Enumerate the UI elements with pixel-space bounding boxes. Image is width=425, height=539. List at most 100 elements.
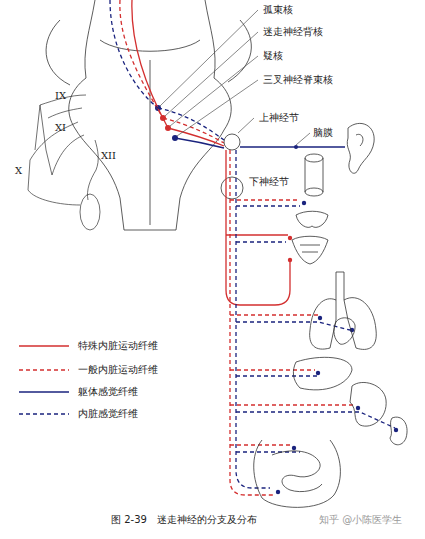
drawing-part <box>48 108 82 118</box>
legend-line <box>19 369 69 371</box>
drawing-part <box>87 170 96 200</box>
legend-text: 一般内脏运动纤维 <box>78 364 158 376</box>
drawing-part <box>300 245 320 252</box>
drawing-part <box>240 146 345 147</box>
larynx <box>292 236 328 264</box>
drawing-part <box>95 140 98 170</box>
drawing-part <box>28 190 80 205</box>
drawing-part <box>356 134 363 146</box>
drawing-part <box>236 241 286 242</box>
legend-sample <box>18 409 70 419</box>
legend-entry: 内脏感觉纤维 <box>18 408 138 420</box>
drawing-part <box>160 10 258 106</box>
drawing-part <box>177 80 258 136</box>
drawing-part <box>46 20 70 85</box>
drawing-part <box>226 234 288 235</box>
drawing-part <box>276 490 280 494</box>
drawing-part <box>52 135 84 175</box>
legend-text: 特殊内脏运动纤维 <box>78 340 158 352</box>
drawing-part <box>305 158 323 192</box>
legend-line <box>19 391 69 393</box>
drawing-part <box>288 236 292 240</box>
structure-label: 上神经节 <box>258 112 300 124</box>
drawing-part <box>236 451 300 452</box>
drawing-part <box>110 0 158 108</box>
drawing-part <box>158 108 224 140</box>
legend-sample <box>18 387 70 397</box>
structure-label: 迷走神经背核 <box>262 26 324 38</box>
drawing-part <box>175 138 224 148</box>
legend-text: 内脏感觉纤维 <box>78 408 138 420</box>
stomach <box>350 382 386 426</box>
drawing-part <box>230 314 318 315</box>
drawing-part <box>230 369 315 370</box>
legend-sample <box>18 341 70 351</box>
drawing-part <box>238 118 254 133</box>
structure-label: 疑核 <box>262 50 284 62</box>
drawing-part <box>236 322 350 330</box>
watermark: 知乎 @小陈医学生 <box>318 514 403 526</box>
figure-caption: 图 2-39 迷走神经的分支及分布 <box>110 514 258 526</box>
drawing-part <box>288 258 292 262</box>
drawing-part <box>165 32 258 116</box>
right-lung <box>344 298 376 350</box>
drawing-part <box>356 406 360 410</box>
thyroid <box>296 211 328 227</box>
drawing-part <box>318 316 322 320</box>
structure-label: 孤束核 <box>262 4 294 16</box>
legend-line <box>19 413 69 415</box>
drawing-part <box>100 40 200 51</box>
drawing-part <box>224 134 240 150</box>
drawing-part <box>168 128 224 146</box>
cranial-nerve-number: XI <box>54 122 67 134</box>
drawing-part <box>230 444 290 445</box>
trachea <box>336 272 344 300</box>
legend-entry: 一般内脏运动纤维 <box>18 364 158 376</box>
drawing-part <box>296 133 310 145</box>
structure-label: 脑膜 <box>312 127 334 139</box>
cranial-nerve-number: IX <box>54 90 67 102</box>
ear <box>347 123 374 173</box>
heart <box>334 318 355 344</box>
structure-label: 下神经节 <box>248 176 290 188</box>
drawing-part <box>120 0 163 118</box>
kidney <box>390 417 407 445</box>
drawing-part <box>394 428 398 432</box>
drawing-part <box>236 375 318 376</box>
colon <box>254 440 341 507</box>
cranial-nerve-roots <box>28 95 100 230</box>
drawing-part <box>292 446 296 450</box>
drawing-part <box>170 56 258 126</box>
drawing-part <box>236 150 270 488</box>
drawing-part <box>132 0 168 128</box>
legend-entry: 躯体感觉纤维 <box>18 386 138 398</box>
drawing-part <box>28 122 78 190</box>
drawing-part <box>230 404 355 405</box>
liver <box>293 357 352 390</box>
legend-line <box>19 345 69 347</box>
drawing-part <box>305 154 323 162</box>
legend-sample <box>18 365 70 375</box>
drawing-part <box>228 20 251 82</box>
nerve-endings <box>276 201 398 494</box>
brainstem <box>46 0 251 230</box>
drawing-part <box>150 60 151 225</box>
ganglia <box>221 134 243 199</box>
left-lung <box>310 299 336 349</box>
drawing-part <box>302 201 306 205</box>
drawing-part <box>163 118 224 143</box>
drawing-part <box>80 194 100 230</box>
peripheral-fibres <box>226 145 395 495</box>
drawing-part <box>294 145 298 149</box>
central-fibres <box>110 0 224 148</box>
drawing-part <box>40 105 52 175</box>
legend-text: 躯体感觉纤维 <box>78 386 138 398</box>
drawing-part <box>305 188 323 196</box>
drawing-part <box>230 199 300 200</box>
structure-label: 三叉神经脊束核 <box>262 74 334 86</box>
drawing-part <box>316 371 320 375</box>
drawing-part <box>221 177 243 199</box>
drawing-part <box>236 205 300 206</box>
drawing-part <box>272 451 322 492</box>
